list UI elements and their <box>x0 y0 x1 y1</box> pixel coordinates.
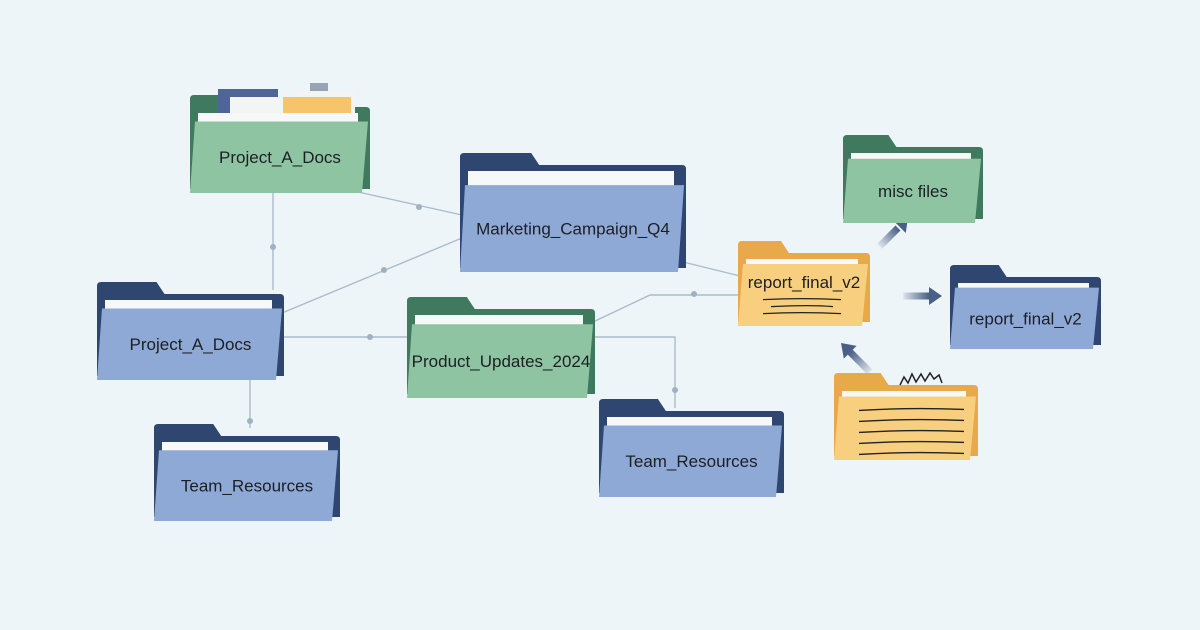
folder-label: Project_A_Docs <box>130 335 252 354</box>
folder-label: Team_Resources <box>181 477 313 496</box>
folder-product-updates-2024[interactable]: Product_Updates_2024 <box>407 297 595 398</box>
connector-node <box>367 334 373 340</box>
folder-misc-files[interactable]: misc files <box>843 135 983 223</box>
folder-label: report_final_v2 <box>748 273 860 292</box>
connector-line <box>592 294 740 323</box>
connector-node <box>691 291 697 297</box>
scribble-line <box>770 305 834 308</box>
folder-team-resources-left[interactable]: Team_Resources <box>154 424 340 521</box>
folder-front <box>843 158 981 223</box>
folder-front <box>834 396 976 460</box>
folder-label: misc files <box>878 182 948 201</box>
connector-node <box>247 418 253 424</box>
connector-node <box>672 387 678 393</box>
folder-label: Team_Resources <box>625 452 757 471</box>
scribble-line <box>762 298 842 301</box>
folder-team-resources-right[interactable]: Team_Resources <box>599 399 784 497</box>
scribble-icon <box>899 371 943 386</box>
arrow-icon <box>841 343 873 375</box>
folder-front <box>950 287 1099 349</box>
connector-node <box>416 204 422 210</box>
folder-front <box>154 450 338 521</box>
connector-line <box>281 237 463 314</box>
paper-icon <box>310 83 328 93</box>
scribble-line <box>762 312 842 315</box>
arrow-icon <box>903 287 942 305</box>
folder-front <box>460 185 684 272</box>
folder-label: report_final_v2 <box>969 309 1081 328</box>
scribble-line <box>858 407 965 412</box>
folders: Project_A_Docs Marketing_Campaign_Q4 Pro… <box>97 83 1101 521</box>
folder-scribbled[interactable] <box>834 371 978 460</box>
folder-report-final-v2-blue[interactable]: report_final_v2 <box>950 265 1101 349</box>
scribble-line <box>858 451 965 456</box>
connectors <box>247 191 741 428</box>
folder-front <box>190 121 368 193</box>
connector-node <box>270 244 276 250</box>
connector-node <box>381 267 387 273</box>
folder-report-final-v2-yellow[interactable]: report_final_v2 <box>738 241 870 326</box>
folder-front <box>738 263 868 326</box>
folder-front <box>599 425 782 497</box>
connector-line <box>357 191 463 216</box>
scribble-line <box>858 418 965 423</box>
folder-label: Product_Updates_2024 <box>412 352 591 371</box>
folder-front <box>97 308 282 380</box>
folder-project-a-docs-blue[interactable]: Project_A_Docs <box>97 282 284 380</box>
folder-project-a-docs-green[interactable]: Project_A_Docs <box>190 83 370 193</box>
scribble-line <box>858 429 965 434</box>
folder-front <box>407 324 593 398</box>
folder-label: Marketing_Campaign_Q4 <box>476 220 670 239</box>
folder-marketing-campaign-q4[interactable]: Marketing_Campaign_Q4 <box>460 153 686 272</box>
connector-line <box>593 336 676 408</box>
scribble-line <box>858 440 965 445</box>
folder-label: Project_A_Docs <box>219 148 341 167</box>
